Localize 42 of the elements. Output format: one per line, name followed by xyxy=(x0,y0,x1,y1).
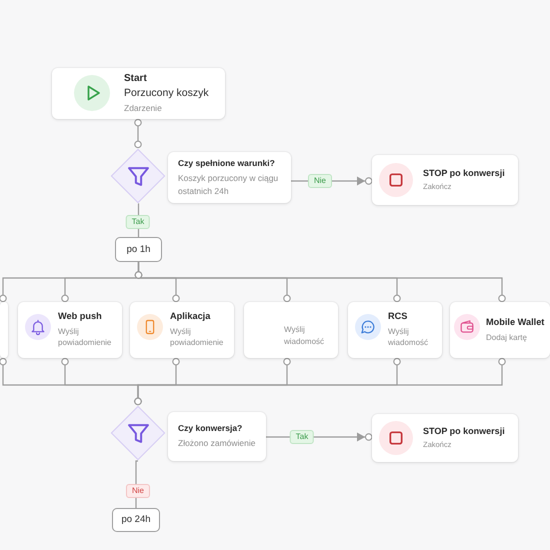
channel-action: Wyślij powiadomienie xyxy=(58,326,112,350)
channel-title: RCS xyxy=(388,310,408,323)
condition-text: Koszyk porzucony w ciągu ostatnich 24h xyxy=(178,172,280,197)
edge-label: Nie xyxy=(126,484,150,498)
card-subtitle: Zdarzenie xyxy=(124,102,163,114)
card-title: STOP po konwersji xyxy=(423,426,506,438)
edge-label: Nie xyxy=(308,174,332,188)
condition-card xyxy=(168,412,266,461)
channel-action: Dodaj kartę xyxy=(486,332,528,344)
event-name: Porzucony koszyk xyxy=(124,86,210,101)
channel-card xyxy=(130,302,234,358)
card-title: STOP po konwersji xyxy=(423,168,506,180)
delay-box xyxy=(112,508,160,532)
channel-card xyxy=(348,302,442,358)
decision-diamond xyxy=(110,405,166,461)
condition-title: Czy konwersja? xyxy=(178,423,244,434)
channel-card xyxy=(0,302,8,358)
condition-title: Czy spełnione warunki? xyxy=(178,158,276,170)
connector-line xyxy=(134,262,506,302)
channel-title: Mobile Wallet xyxy=(486,316,546,329)
condition-text: Złożono zamówienie xyxy=(178,437,256,450)
delay-label: po 24h xyxy=(121,515,151,525)
edge-label: Tak xyxy=(126,215,150,229)
channel-title: Web push xyxy=(58,310,103,323)
start-card xyxy=(52,68,225,119)
stop-card xyxy=(372,155,518,205)
connector-line xyxy=(134,358,506,406)
channel-action: Wyślij wiadomość xyxy=(284,324,326,348)
channel-card xyxy=(244,302,338,358)
condition-card xyxy=(168,152,291,203)
node-type-label: Start xyxy=(124,73,148,86)
connector-line xyxy=(134,118,142,148)
channel-action: Wyślij wiadomość xyxy=(388,326,430,350)
channel-card xyxy=(18,302,122,358)
channel-title: Aplikacja xyxy=(170,310,212,323)
channel-card xyxy=(450,302,550,358)
channel-action: Wyślij powiadomienie xyxy=(170,326,224,350)
edge-label: Tak xyxy=(290,430,314,444)
stop-card xyxy=(372,414,518,462)
decision-diamond xyxy=(110,148,166,204)
delay-box xyxy=(115,237,162,262)
delay-label: po 1h xyxy=(126,244,150,254)
